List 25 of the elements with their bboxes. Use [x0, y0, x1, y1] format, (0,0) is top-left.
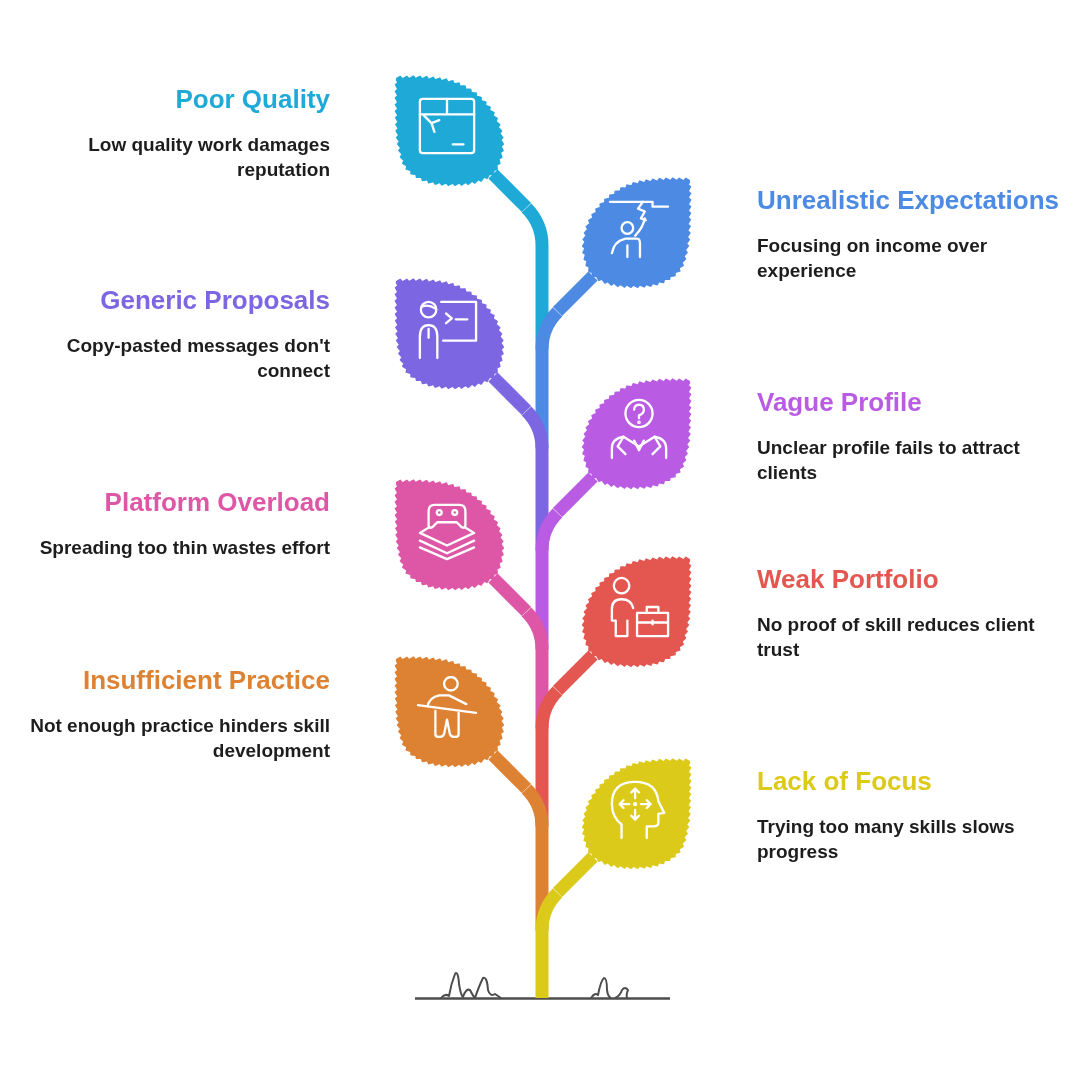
- stem-line: [552, 472, 598, 518]
- stem-line: [552, 271, 598, 317]
- description-text: Unclear profile fails to attract clients: [757, 436, 1021, 485]
- stem-line: [488, 169, 532, 213]
- title-text: Unrealistic Expectations: [757, 185, 1059, 215]
- stem-line: [552, 852, 598, 898]
- title-text: Vague Profile: [757, 387, 922, 417]
- title-text: Insufficient Practice: [82, 665, 330, 695]
- title-text: Weak Portfolio: [757, 564, 939, 594]
- tree-trunk: [521, 202, 563, 998]
- title-text: Lack of Focus: [757, 766, 932, 796]
- title-text: Poor Quality: [175, 84, 330, 114]
- description-text: Spreading too thin wastes effort: [38, 536, 330, 560]
- stem-line: [488, 573, 532, 617]
- description-text: Not enough practice hinders skill development: [29, 714, 330, 763]
- description-text: Focusing on income over experience: [757, 234, 989, 283]
- description-text: Trying too many skills slows progress: [757, 815, 1016, 864]
- title-text: Platform Overload: [104, 487, 330, 517]
- description-text: Low quality work damages reputation: [87, 133, 330, 182]
- description-text: No proof of skill reduces client trust: [757, 613, 1036, 662]
- description-text: Copy-pasted messages don't connect: [65, 334, 330, 383]
- stem-line: [488, 372, 532, 416]
- stem-line: [552, 650, 598, 696]
- title-text: Generic Proposals: [100, 285, 330, 315]
- stem-line: [488, 750, 532, 794]
